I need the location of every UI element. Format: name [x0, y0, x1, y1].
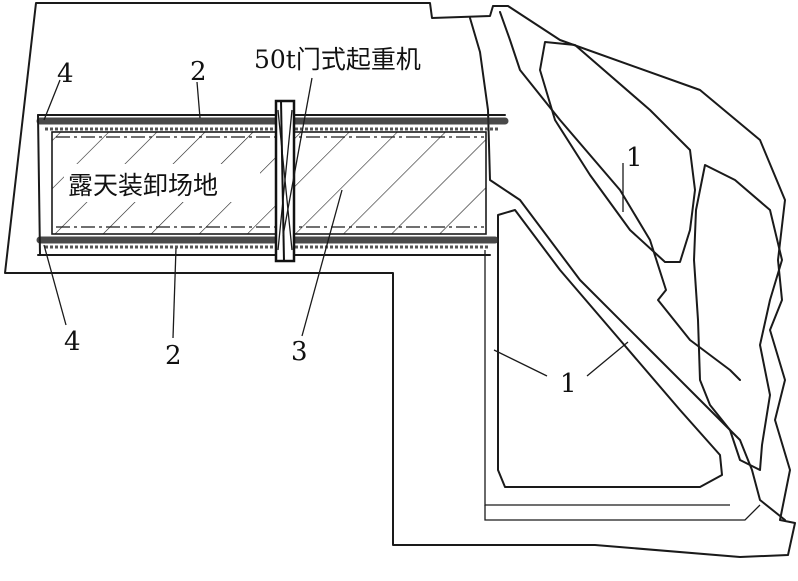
label-road-upper: 1: [626, 143, 643, 173]
label-road-lower: 1: [560, 369, 577, 399]
lower-triangle-inner: [484, 250, 730, 506]
yard-edge-left: [37, 114, 41, 256]
leader-road-lower-b: [586, 341, 629, 377]
label-yard: 露天装卸场地: [68, 171, 218, 200]
leader-end-top: [43, 79, 61, 121]
site-boundary: [4, 2, 796, 558]
leader-end-bottom: [43, 244, 67, 326]
lower-triangle-island: [497, 209, 723, 488]
label-track-bottom: 2: [165, 341, 182, 371]
gantry-crane-brace-b: [277, 109, 293, 251]
upper-island: [539, 41, 696, 263]
leader-crane: [282, 77, 313, 237]
open-yard-label-bg: [64, 164, 260, 202]
leader-track-top: [196, 81, 201, 119]
service-road-left-edge: [469, 17, 786, 521]
leader-road-lower-a: [493, 349, 548, 377]
right-island: [693, 164, 783, 471]
service-road-right-edge: [499, 11, 741, 381]
leader-yard: [301, 189, 343, 337]
leader-track-bottom: [172, 247, 177, 339]
bottom-curb: [484, 504, 761, 521]
label-crane: 50t门式起重机: [254, 45, 421, 74]
label-yard-num: 3: [291, 337, 308, 367]
label-end-top: 4: [57, 59, 74, 89]
label-end-bottom: 4: [64, 327, 81, 357]
label-track-top: 2: [190, 57, 207, 87]
